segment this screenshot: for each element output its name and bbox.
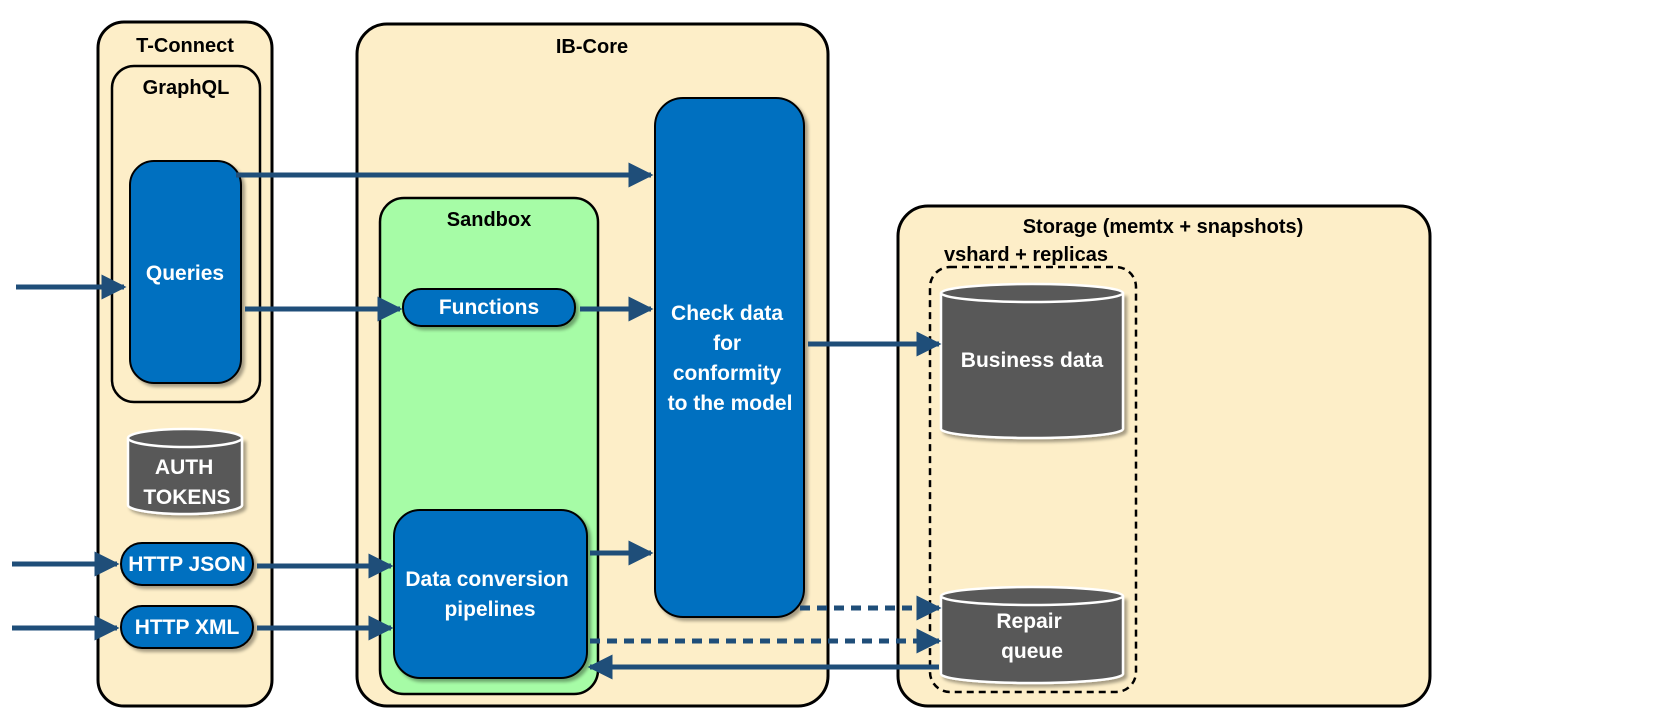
repair-queue-line-2: queue [1001,640,1063,663]
http-json-endpoint: HTTP JSON [120,542,254,586]
auth-tokens-label: AUTH TOKENS [143,456,230,509]
business-data-line-1: Business data [961,349,1104,372]
auth-tokens-line-1: AUTH [155,456,213,479]
http-json-label: HTTP JSON [128,553,245,576]
sandbox-title: Sandbox [447,209,531,231]
check-data-line-2: for [713,332,741,355]
check-data-line-4: to the model [668,392,793,415]
check-data-line-1: Check data [671,302,783,325]
auth-tokens-line-2: TOKENS [143,486,230,509]
check-data-line-3: conformity [673,362,782,385]
data-conversion-line-2: pipelines [444,598,535,621]
queries-process: Queries [129,160,242,384]
queries-label: Queries [146,262,224,285]
check-data-label: Check data for conformity to the model [668,302,793,415]
auth-tokens-database: AUTH TOKENS [126,427,244,516]
ib-core-title: IB-Core [556,36,628,58]
t-connect-title: T-Connect [136,35,234,57]
http-xml-endpoint: HTTP XML [120,605,254,649]
vshard-replicas-region [928,265,1138,694]
repair-queue-line-1: Repair [996,610,1061,633]
business-data-database: Business data [939,282,1125,440]
storage-title: Storage (memtx + snapshots) [1023,216,1304,238]
functions-label: Functions [439,296,539,319]
data-conversion-process: Data conversion pipelines [393,509,588,679]
connectors [12,162,942,680]
data-conversion-label: Data conversion pipelines [405,568,574,621]
business-data-label: Business data [961,349,1104,372]
data-conversion-line-1: Data conversion [405,568,568,591]
functions-process: Functions [402,288,576,327]
graphql-title: GraphQL [143,77,230,99]
http-xml-label: HTTP XML [135,616,240,639]
check-data-process: Check data for conformity to the model [654,97,805,618]
repair-queue-label: Repair queue [996,610,1067,663]
vshard-title: vshard + replicas [944,244,1108,266]
repair-queue-database: Repair queue [939,585,1125,685]
